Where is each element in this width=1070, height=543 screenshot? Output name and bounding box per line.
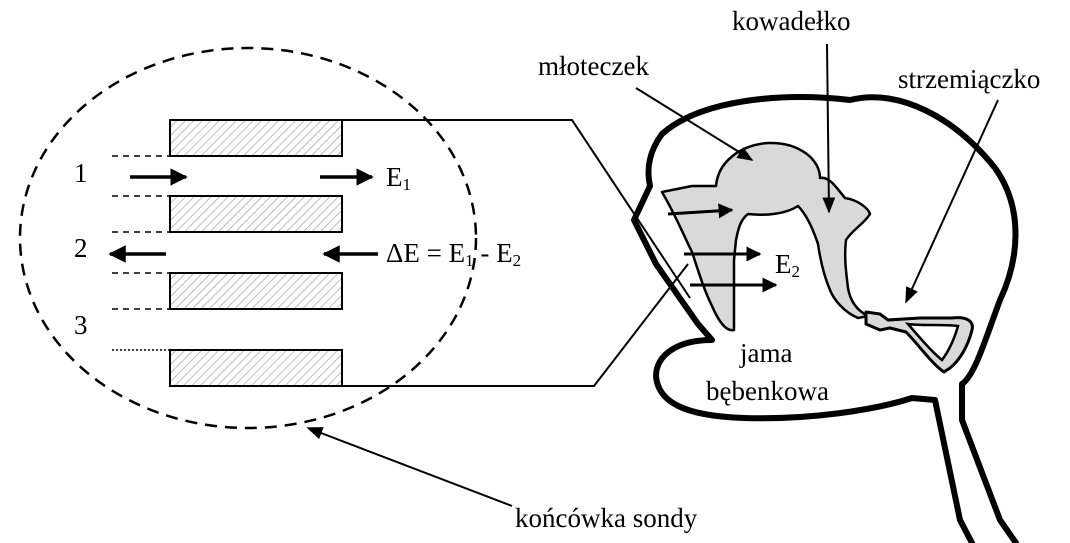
channel-3-label: 3 bbox=[74, 310, 88, 340]
malleus-leader bbox=[635, 87, 754, 161]
incus-leader bbox=[822, 43, 836, 214]
channel-2-label: 2 bbox=[74, 233, 88, 263]
zoom-line-top bbox=[342, 119, 691, 299]
middle-ear: E2 bbox=[631, 94, 1019, 543]
probe-wall-1 bbox=[169, 119, 343, 157]
probe-tip: 1 2 3 E1 ΔE = E1 - E2 bbox=[18, 46, 521, 430]
malleus-label: młoteczek bbox=[538, 51, 649, 81]
ossicle-stapes-inner bbox=[904, 322, 960, 362]
incus-label: kowadełko bbox=[732, 6, 850, 36]
probe-tip-leader bbox=[306, 427, 513, 507]
delta-e-equation: ΔE = E1 - E2 bbox=[386, 238, 521, 270]
probe-wall-3 bbox=[169, 272, 343, 310]
channel-1-label: 1 bbox=[74, 158, 88, 188]
probe-tip-outline bbox=[18, 46, 478, 430]
e1-label: E1 bbox=[386, 162, 411, 194]
stapes-leader bbox=[905, 99, 999, 304]
tympanic-cavity-label-line1: jama bbox=[739, 338, 792, 368]
ossicle-malleus-incus bbox=[660, 141, 872, 332]
e2-label: E2 bbox=[775, 249, 800, 281]
stapes-label: strzemiączko bbox=[898, 64, 1040, 94]
middle-ear-top-outline bbox=[645, 131, 665, 189]
tympanic-cavity-label-line2: bębenkowa bbox=[706, 376, 829, 406]
middle-ear-cavity-outline bbox=[631, 94, 1019, 543]
zoom-line-bottom bbox=[342, 263, 689, 387]
ossicle-stapes bbox=[864, 310, 974, 374]
probe-tip-label: końcówka sondy bbox=[515, 503, 698, 533]
probe-wall-2 bbox=[169, 195, 343, 233]
ear-arrow-1 bbox=[667, 203, 734, 219]
probe-wall-4 bbox=[169, 349, 343, 387]
channel-dashes bbox=[112, 155, 170, 351]
